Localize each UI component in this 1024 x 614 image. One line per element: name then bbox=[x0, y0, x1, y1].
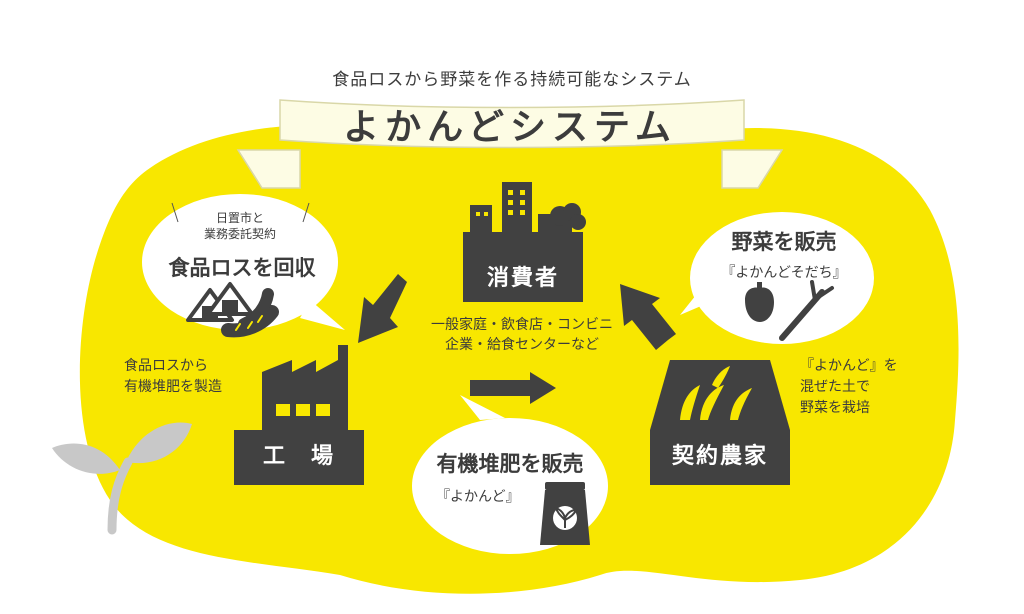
title-banner bbox=[236, 99, 784, 189]
sell-vegetables-label: 野菜を販売 bbox=[731, 230, 837, 254]
factory-note: 食品ロスから 有機堆肥を製造 bbox=[124, 356, 254, 398]
farm-icon bbox=[650, 360, 790, 485]
node-consumer-label: 消費者 bbox=[486, 266, 560, 291]
factory-note-line2: 有機堆肥を製造 bbox=[124, 379, 222, 395]
consumer-buildings-icon bbox=[463, 182, 586, 302]
system-subtitle: 食品ロスから野菜を作る持続可能なシステム bbox=[332, 70, 692, 90]
vegetable-brand-label: 『よかんどそだち』 bbox=[721, 265, 847, 281]
farmer-note-line1: 『よかんど』を bbox=[800, 358, 898, 374]
sell-compost-label: 有機堆肥を販売 bbox=[436, 452, 584, 476]
farmer-note-line3: 野菜を栽培 bbox=[800, 400, 870, 416]
collect-contract-line1: 日置市と bbox=[215, 211, 265, 225]
factory-note-line1: 食品ロスから bbox=[124, 358, 208, 374]
arrow-farmer-to-consumer bbox=[620, 284, 676, 350]
compost-bag-icon bbox=[540, 482, 590, 545]
green-onion-icon bbox=[779, 280, 834, 341]
system-title: よかんどシステム bbox=[343, 107, 677, 148]
arrow-consumer-to-factory bbox=[358, 274, 407, 343]
consumer-note-line2: 企業・給食センターなど bbox=[445, 337, 599, 353]
node-farmer-label: 契約農家 bbox=[671, 444, 769, 469]
onigiri-icon bbox=[186, 282, 254, 322]
sprout-icon bbox=[52, 422, 192, 535]
arrow-factory-to-farmer bbox=[470, 372, 556, 404]
node-factory-label: 工 場 bbox=[262, 444, 336, 469]
collect-food-loss-label: 食品ロスを回収 bbox=[168, 256, 316, 280]
collect-contract-line2: 業務委託契約 bbox=[203, 227, 277, 241]
bubble-sell-veg bbox=[680, 212, 874, 344]
compost-brand-label: 『よかんど』 bbox=[436, 489, 520, 505]
farmer-note-line2: 混ぜた土で bbox=[800, 379, 870, 395]
bell-pepper-icon bbox=[745, 282, 774, 322]
factory-icon bbox=[234, 345, 364, 485]
farmer-note: 『よかんど』を 混ぜた土で 野菜を栽培 bbox=[800, 356, 930, 419]
sausage-icon bbox=[221, 288, 279, 338]
bubble-collect bbox=[142, 194, 345, 330]
consumer-note-line1: 一般家庭・飲食店・コンビニ bbox=[431, 317, 613, 333]
